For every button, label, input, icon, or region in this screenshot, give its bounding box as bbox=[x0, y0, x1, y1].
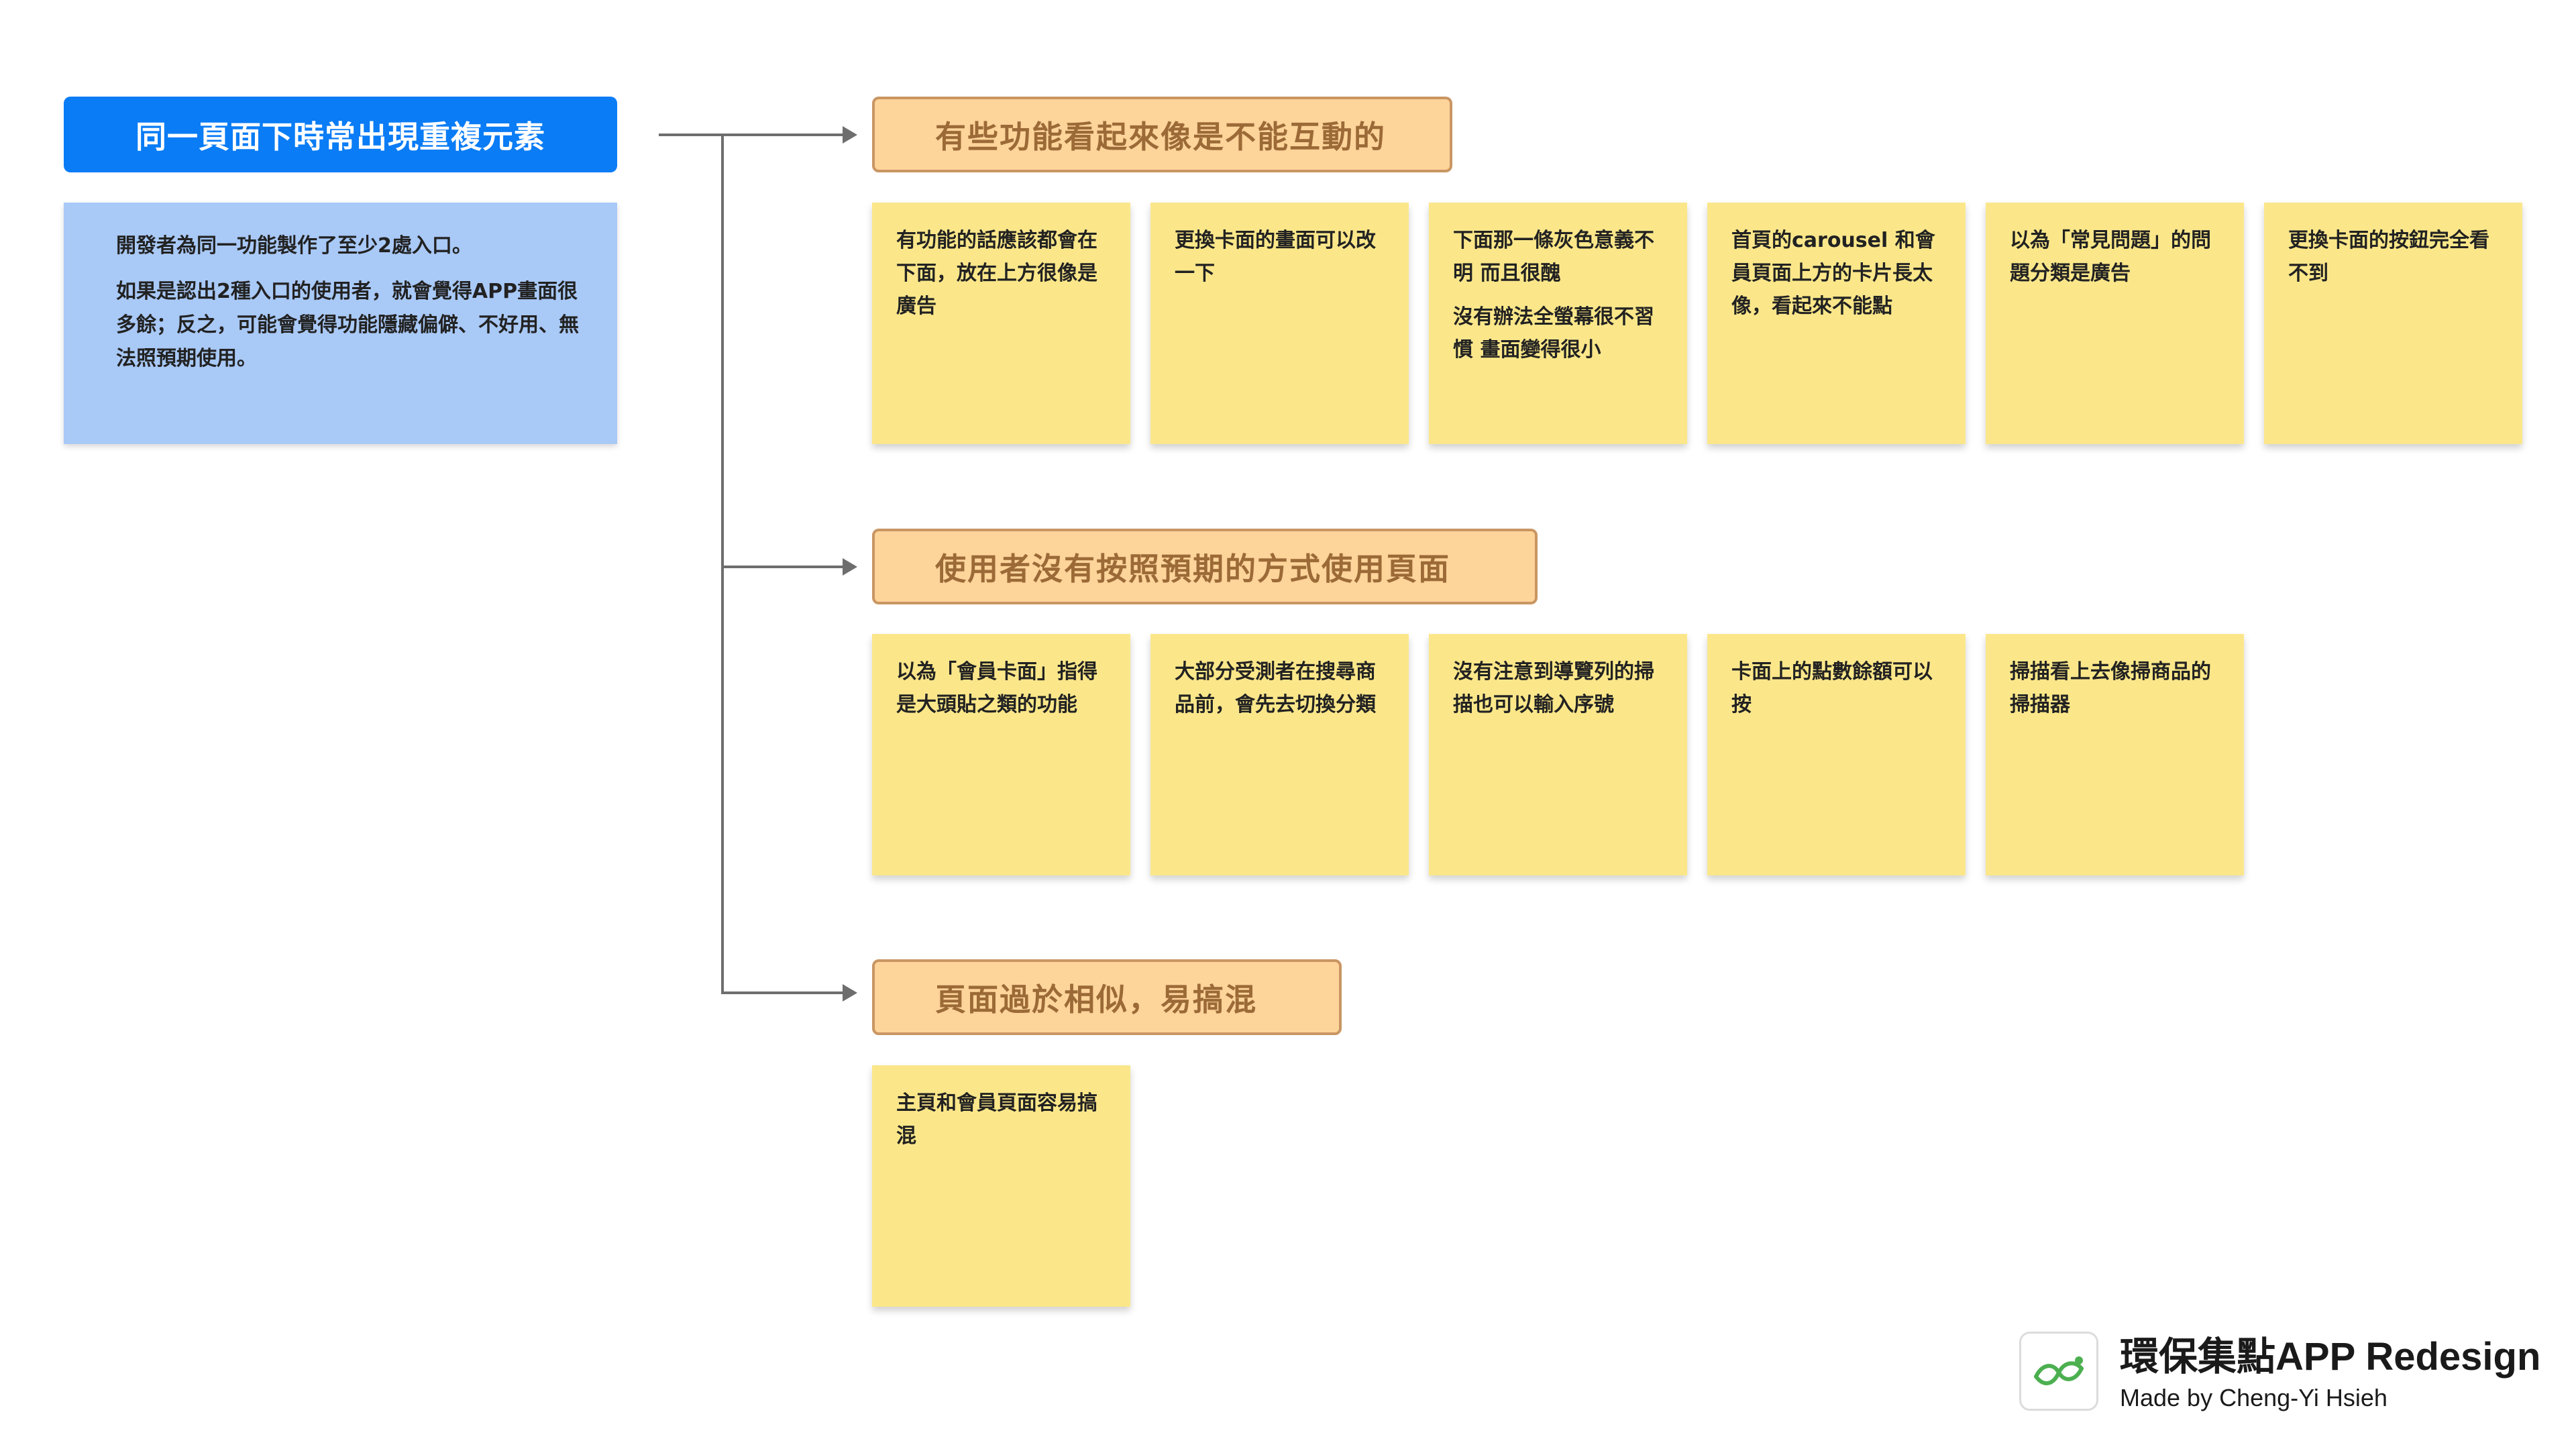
sticky-note: 卡面上的點數餘額可以按 bbox=[1707, 634, 1966, 875]
note-text: 更換卡面的按鈕完全看不到 bbox=[2288, 229, 2489, 285]
note-text: 掃描看上去像掃商品的掃描器 bbox=[2010, 660, 2211, 716]
sticky-note: 主頁和會員頁面容易搞混 bbox=[872, 1065, 1130, 1307]
sticky-note: 以為「常見問題」的問題分類是廣告 bbox=[1986, 203, 2244, 444]
note-text: 卡面上的點數餘額可以按 bbox=[1731, 660, 1933, 716]
category-title: 使用者沒有按照預期的方式使用頁面 bbox=[872, 529, 1538, 604]
root-description: 開發者為同一功能製作了至少2處入口。 如果是認出2種入口的使用者，就會覺得APP… bbox=[64, 203, 617, 444]
connector-line bbox=[722, 133, 844, 136]
note-text: 大部分受測者在搜尋商品前，會先去切換分類 bbox=[1175, 660, 1376, 716]
note-text: 更換卡面的畫面可以改一下 bbox=[1175, 229, 1376, 285]
note-text: 以為「會員卡面」指得是大頭貼之類的功能 bbox=[896, 660, 1097, 716]
note-text: 以為「常見問題」的問題分類是廣告 bbox=[2010, 229, 2211, 285]
project-title: 環保集點APP Redesign bbox=[2120, 1335, 2541, 1379]
sticky-note: 有功能的話應該都會在下面，放在上方很像是廣告 bbox=[872, 203, 1130, 444]
project-author: Made by Cheng-Yi Hsieh bbox=[2120, 1384, 2387, 1411]
arrow-icon bbox=[843, 126, 857, 144]
sticky-note: 更換卡面的畫面可以改一下 bbox=[1150, 203, 1409, 444]
sticky-note: 沒有注意到導覽列的掃描也可以輸入序號 bbox=[1429, 634, 1687, 875]
leaf-loop-icon bbox=[2034, 1356, 2084, 1385]
sticky-note: 首頁的carousel 和會員頁面上方的卡片長太像，看起來不能點 bbox=[1707, 203, 1966, 444]
root-description-line: 如果是認出2種入口的使用者，就會覺得APP畫面很多餘；反之，可能會覺得功能隱藏偏… bbox=[116, 280, 579, 370]
sticky-note: 下面那一條灰色意義不明 而且很醜 沒有辦法全螢幕很不習慣 畫面變得很小 bbox=[1429, 203, 1687, 444]
note-text: 有功能的話應該都會在下面，放在上方很像是廣告 bbox=[896, 229, 1097, 318]
root-description-line: 開發者為同一功能製作了至少2處入口。 bbox=[116, 234, 472, 258]
note-text: 下面那一條灰色意義不明 而且很醜 bbox=[1453, 229, 1654, 285]
sticky-note: 掃描看上去像掃商品的掃描器 bbox=[1986, 634, 2244, 875]
note-text: 沒有注意到導覽列的掃描也可以輸入序號 bbox=[1453, 660, 1654, 716]
root-title: 同一頁面下時常出現重複元素 bbox=[64, 97, 617, 172]
app-logo bbox=[2019, 1332, 2098, 1411]
sticky-note: 更換卡面的按鈕完全看不到 bbox=[2264, 203, 2522, 444]
note-text: 首頁的carousel 和會員頁面上方的卡片長太像，看起來不能點 bbox=[1731, 229, 1935, 318]
category-title: 有些功能看起來像是不能互動的 bbox=[872, 97, 1452, 172]
connector-line bbox=[722, 566, 844, 568]
note-text: 主頁和會員頁面容易搞混 bbox=[896, 1091, 1097, 1148]
arrow-icon bbox=[843, 984, 857, 1002]
category-title: 頁面過於相似，易搞混 bbox=[872, 959, 1342, 1035]
sticky-note: 大部分受測者在搜尋商品前，會先去切換分類 bbox=[1150, 634, 1409, 875]
connector-line bbox=[722, 991, 844, 994]
note-text: 沒有辦法全螢幕很不習慣 畫面變得很小 bbox=[1453, 305, 1654, 362]
connector-line bbox=[659, 133, 722, 136]
connector-line bbox=[721, 133, 724, 994]
arrow-icon bbox=[843, 558, 857, 576]
sticky-note: 以為「會員卡面」指得是大頭貼之類的功能 bbox=[872, 634, 1130, 875]
